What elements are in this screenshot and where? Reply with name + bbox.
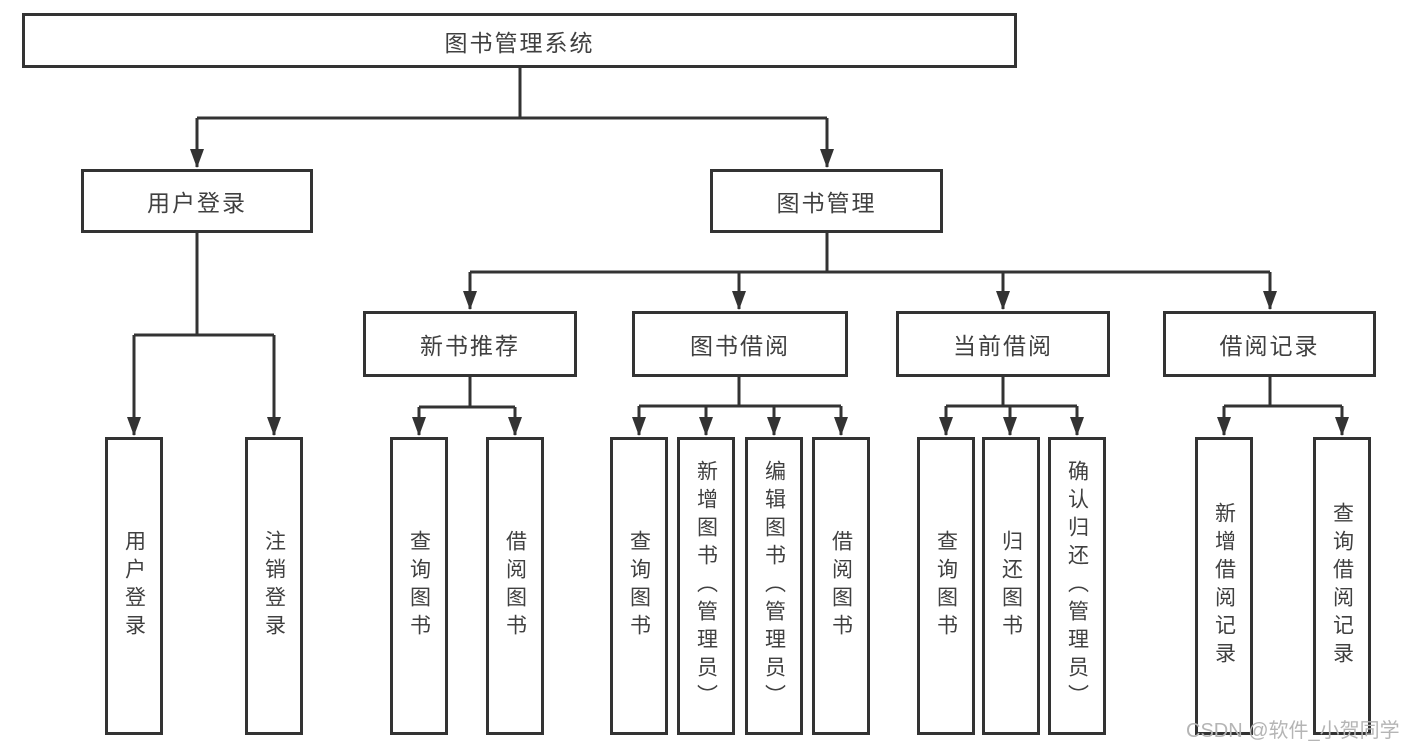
leaf-label: 归还图书 [999, 530, 1023, 642]
node-leaf-query-borrow-record: 查询借阅记录 [1313, 437, 1371, 735]
node-root-system: 图书管理系统 [22, 13, 1017, 68]
connector-new-book-trunk [419, 377, 515, 409]
node-book-borrowing: 图书借阅 [632, 311, 848, 377]
leaf-label: 借阅图书 [503, 530, 527, 642]
node-leaf-query-books-recommend: 查询图书 [390, 437, 448, 735]
node-leaf-edit-books-admin: 编辑图书（管理员） [745, 437, 803, 735]
node-leaf-query-books-current: 查询图书 [917, 437, 975, 735]
leaf-label: 借阅图书 [829, 530, 853, 642]
node-leaf-return-books: 归还图书 [982, 437, 1040, 735]
node-leaf-add-borrow-record: 新增借阅记录 [1195, 437, 1253, 735]
node-leaf-add-books-admin: 新增图书（管理员） [677, 437, 735, 735]
node-user-login: 用户登录 [81, 169, 313, 233]
connector-book-management-trunk [470, 233, 1270, 274]
node-leaf-borrow-books: 借阅图书 [812, 437, 870, 735]
node-book-management: 图书管理 [710, 169, 943, 233]
leaf-label: 用户登录 [122, 530, 146, 642]
csdn-watermark: CSDN @软件_小贺同学 [1186, 720, 1400, 742]
leaf-label: 查询图书 [407, 530, 431, 642]
node-leaf-confirm-return-admin: 确认归还（管理员） [1048, 437, 1106, 735]
leaf-label: 注销登录 [262, 530, 286, 642]
connector-user-login-trunk [134, 233, 274, 337]
connector-root-trunk [197, 68, 827, 120]
node-leaf-user-login: 用户登录 [105, 437, 163, 735]
connector-book-borrowing-trunk [639, 377, 841, 408]
leaf-label: 查询借阅记录 [1330, 502, 1354, 670]
leaf-label: 查询图书 [627, 530, 651, 642]
node-leaf-borrow-books-recommend: 借阅图书 [486, 437, 544, 735]
leaf-label: 新增图书（管理员） [694, 460, 718, 712]
node-current-borrowing: 当前借阅 [896, 311, 1110, 377]
connector-current-borrowing-trunk [946, 377, 1077, 408]
leaf-label: 新增借阅记录 [1212, 502, 1236, 670]
node-leaf-logout: 注销登录 [245, 437, 303, 735]
leaf-label: 查询图书 [934, 530, 958, 642]
node-leaf-query-books-borrowing: 查询图书 [610, 437, 668, 735]
leaf-label: 编辑图书（管理员） [762, 460, 786, 712]
node-borrowing-records: 借阅记录 [1163, 311, 1376, 377]
leaf-label: 确认归还（管理员） [1065, 460, 1089, 712]
node-new-book-recommend: 新书推荐 [363, 311, 577, 377]
connector-borrowing-records-trunk [1224, 377, 1342, 408]
